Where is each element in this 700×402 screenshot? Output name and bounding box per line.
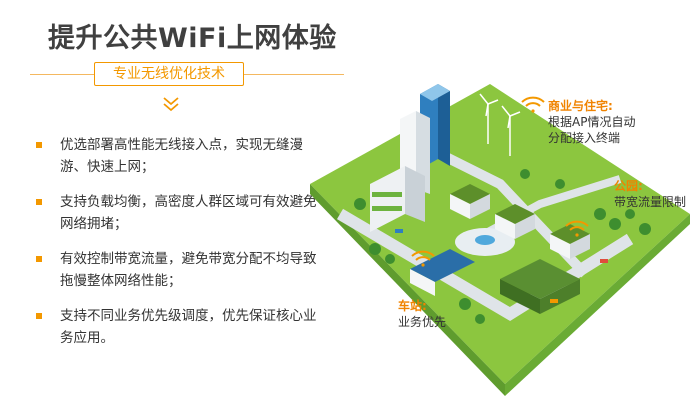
callout-text: 业务优先	[398, 315, 447, 329]
rooftop-garden	[372, 192, 402, 197]
feature-item: 有效控制带宽流量，避免带宽分配不均导致拖慢整体网络性能；	[36, 248, 326, 292]
wind-turbine-icon	[479, 93, 499, 144]
callout-heading: 车站:	[398, 299, 427, 313]
feature-list: 优选部署高性能无线接入点，实现无缝漫游、快速上网； 支持负载均衡，高密度人群区域…	[36, 134, 326, 362]
callout-heading: 商业与住宅:	[548, 99, 613, 113]
fountain	[475, 235, 495, 245]
tree-cluster	[354, 169, 651, 324]
smart-city-illustration	[310, 84, 690, 396]
ground-edge	[310, 184, 505, 396]
subtitle-badge: 专业无线优化技术	[94, 62, 244, 86]
callout-station: 车站: 业务优先	[398, 298, 446, 330]
callout-commercial: 商业与住宅: 根据AP情况自动 分配接入终端	[548, 98, 635, 146]
car	[395, 229, 403, 233]
double-chevron-down-icon	[163, 97, 179, 112]
train-station	[500, 259, 580, 314]
divider-left	[30, 74, 94, 75]
rooftop-garden	[372, 206, 402, 211]
feature-item: 优选部署高性能无线接入点，实现无缝漫游、快速上网；	[36, 134, 326, 178]
callout-text: 根据AP情况自动	[548, 115, 636, 129]
office-tower-roof	[420, 84, 450, 101]
feature-text: 支持不同业务优先级调度，优先保证核心业务应用。	[60, 308, 317, 346]
feature-text: 支持负载均衡，高密度人群区域可有效避免网络拥堵；	[60, 194, 317, 232]
page-title: 提升公共WiFi上网体验	[48, 23, 337, 54]
bullet-square-icon	[36, 256, 42, 262]
office-tower	[438, 84, 450, 166]
car	[550, 299, 558, 303]
solar-panel-building	[410, 249, 475, 296]
house	[450, 184, 490, 219]
callout-park: 公园: 带宽流量限制	[614, 178, 686, 210]
callout-heading: 公园:	[614, 179, 643, 193]
callout-text: 分配接入终端	[548, 131, 621, 145]
feature-item: 支持负载均衡，高密度人群区域可有效避免网络拥堵；	[36, 191, 326, 235]
wind-turbine-icon	[501, 105, 521, 156]
terrace-building	[405, 166, 425, 222]
feature-text: 优选部署高性能无线接入点，实现无缝漫游、快速上网；	[60, 137, 303, 175]
house	[550, 224, 590, 259]
wifi-icon	[411, 250, 435, 267]
road	[336, 208, 634, 322]
house	[495, 204, 535, 239]
wifi-icon	[521, 96, 545, 113]
divider-right	[244, 74, 344, 75]
bullet-square-icon	[36, 199, 42, 205]
callout-text: 带宽流量限制	[614, 195, 687, 209]
bullet-square-icon	[36, 313, 42, 319]
wifi-icon	[565, 220, 589, 237]
feature-item: 支持不同业务优先级调度，优先保证核心业务应用。	[36, 305, 326, 349]
feature-text: 有效控制带宽流量，避免带宽分配不均导致拖慢整体网络性能；	[60, 251, 317, 289]
ground-edge	[505, 214, 690, 396]
car	[600, 259, 608, 263]
bullet-square-icon	[36, 142, 42, 148]
terrace-building	[370, 166, 405, 232]
